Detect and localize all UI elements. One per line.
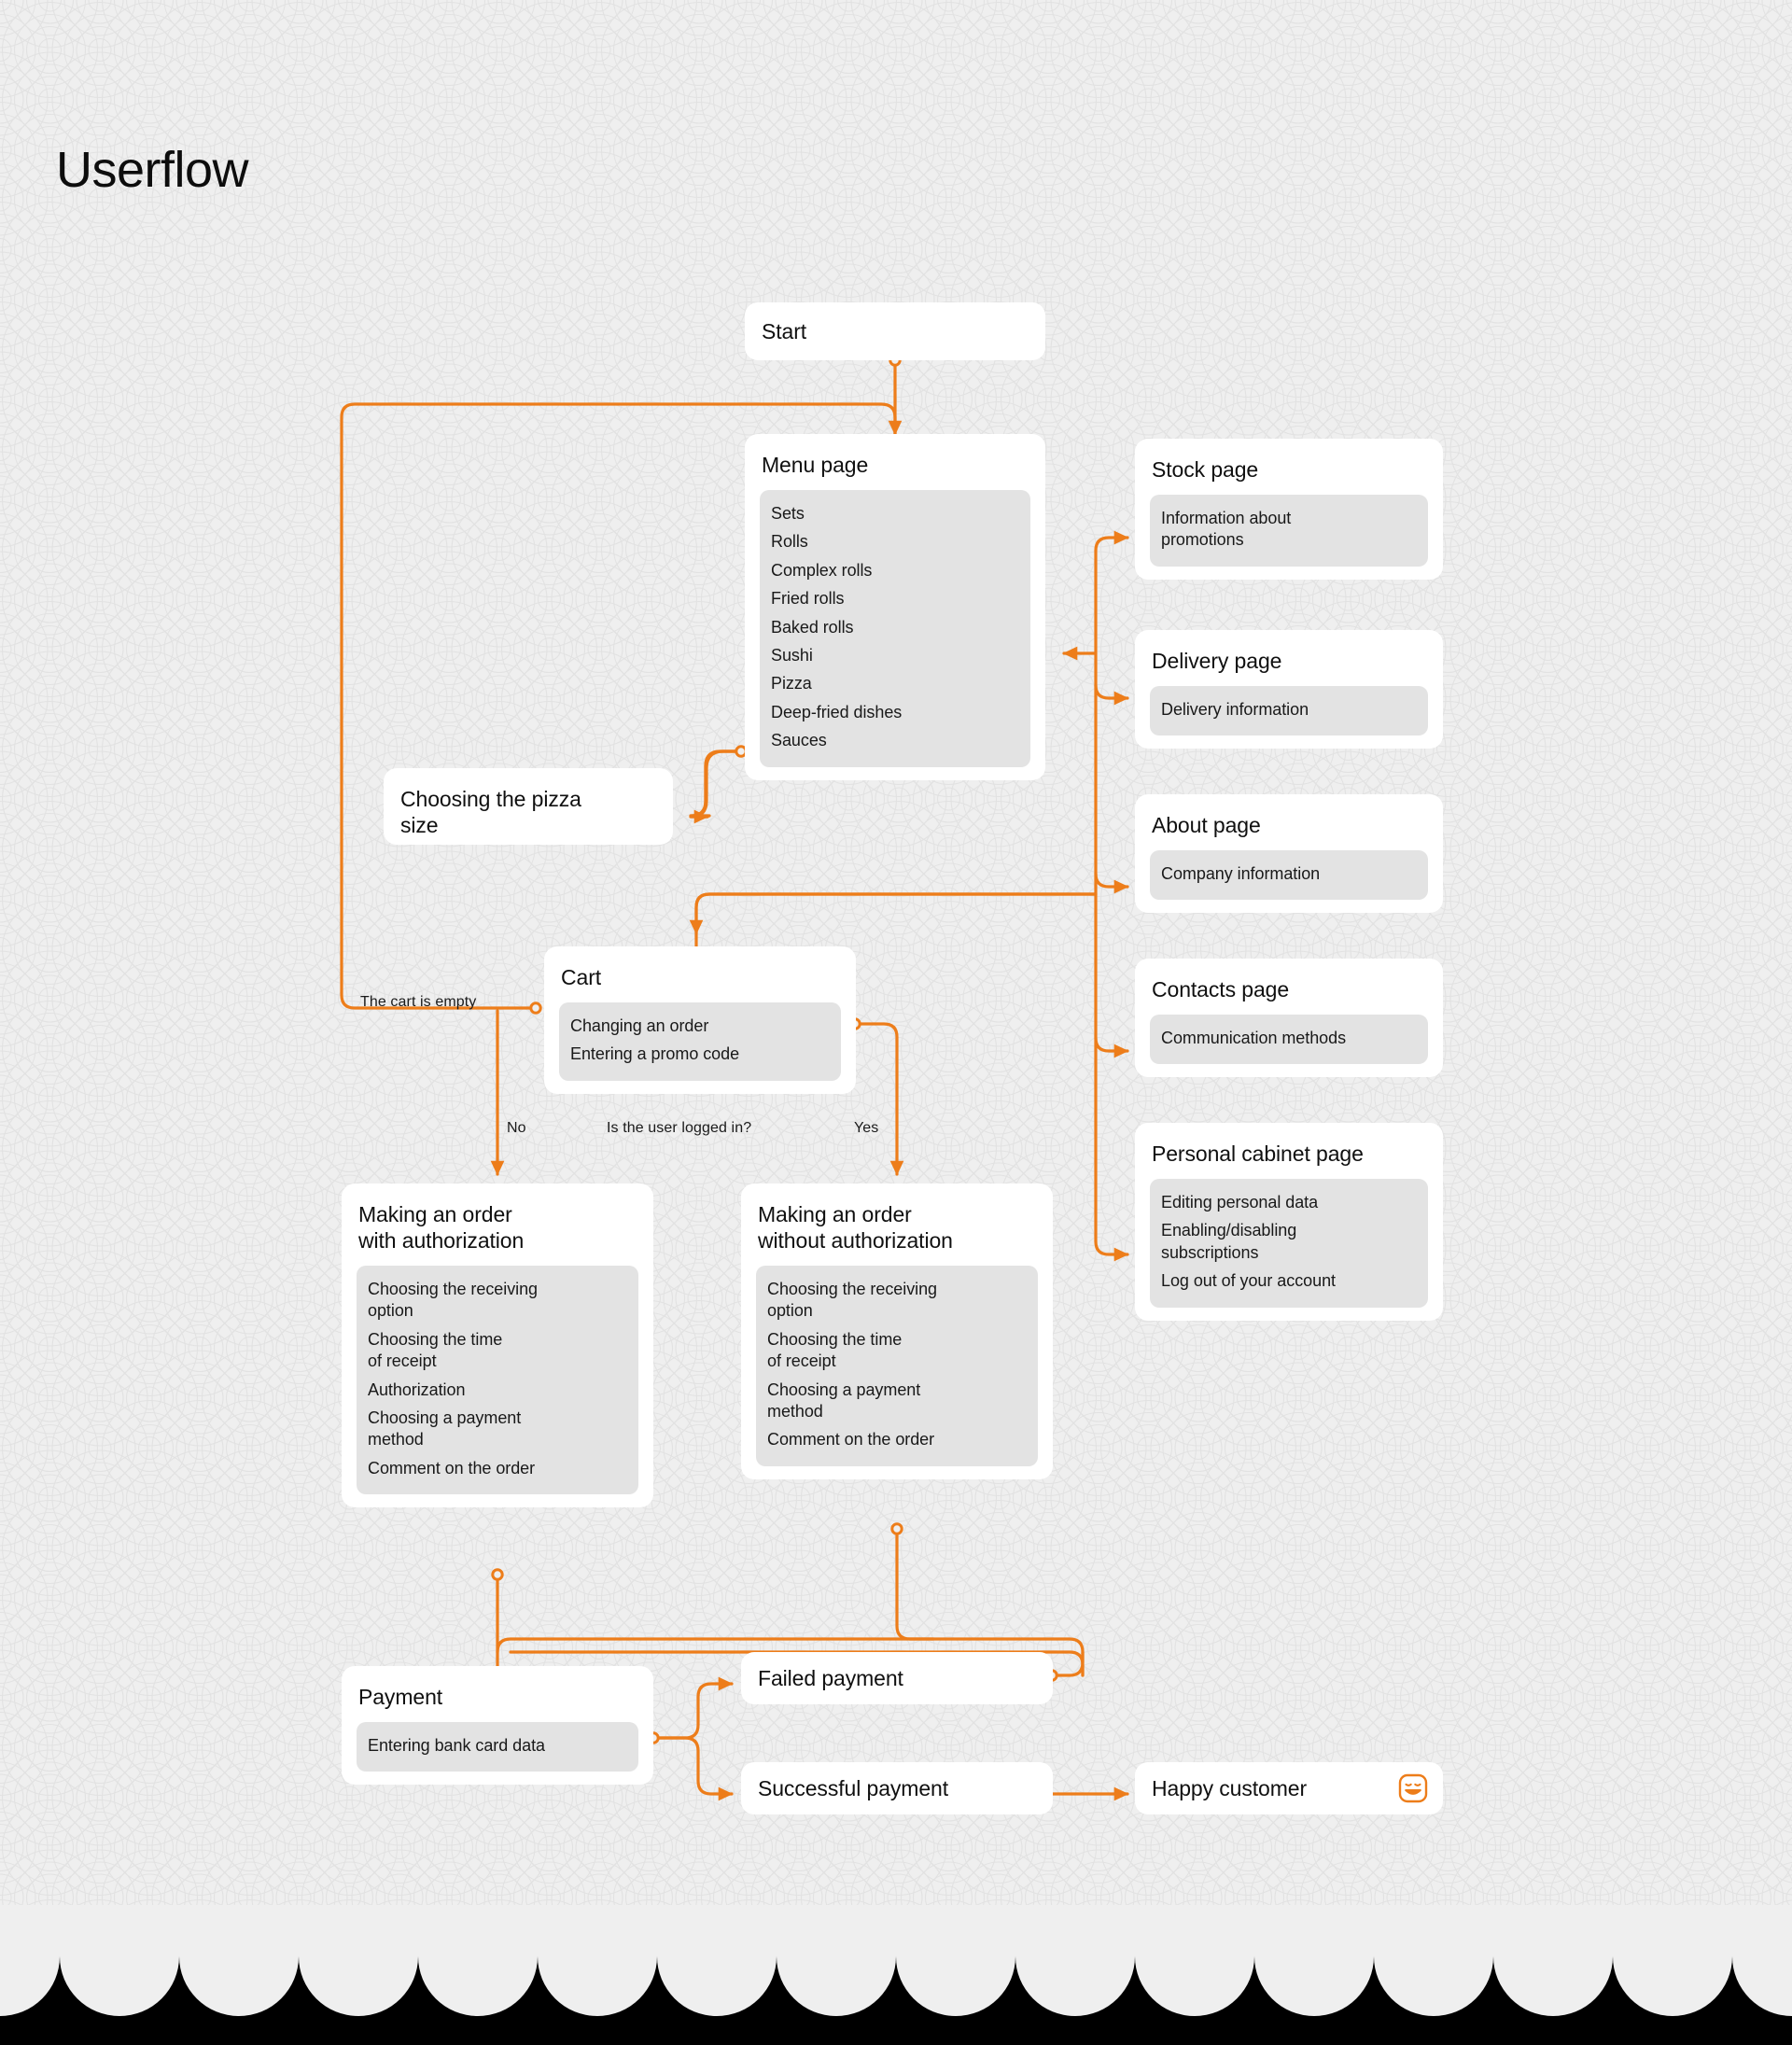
list-item[interactable]: Sets: [771, 504, 805, 524]
list-item[interactable]: Deep-fried dishes: [771, 702, 903, 721]
node-order-without-authorization[interactable]: Making an order without authorization Ch…: [741, 1184, 1053, 1479]
node-start-title: Start: [762, 318, 807, 343]
node-menu-page-title: Menu page: [762, 453, 869, 477]
node-delivery-page[interactable]: Delivery page Delivery information: [1135, 630, 1443, 749]
node-about-page[interactable]: About page Company information: [1135, 794, 1443, 914]
node-personal-cabinet-page[interactable]: Personal cabinet page Editing personal d…: [1135, 1123, 1443, 1321]
edge-label-no: No: [507, 1120, 526, 1136]
smiley-face-icon: [1398, 1773, 1428, 1803]
list-item[interactable]: Delivery information: [1161, 700, 1309, 720]
node-successful-payment-title: Successful payment: [758, 1775, 949, 1800]
list-item[interactable]: Sauces: [771, 731, 827, 750]
node-successful-payment[interactable]: Successful payment: [741, 1762, 1053, 1814]
list-item[interactable]: Entering bank card data: [368, 1736, 545, 1756]
list-item[interactable]: Entering a promo code: [570, 1044, 740, 1064]
list-item[interactable]: Choosing a payment method: [767, 1380, 921, 1422]
node-stock-page-items: Information about promotions: [1150, 495, 1428, 567]
list-item[interactable]: Rolls: [771, 532, 808, 552]
list-item[interactable]: Complex rolls: [771, 560, 873, 580]
list-item[interactable]: Pizza: [771, 674, 812, 693]
node-order-with-authorization[interactable]: Making an order with authorization Choos…: [342, 1184, 653, 1508]
node-happy-customer-title: Happy customer: [1152, 1775, 1308, 1800]
node-start[interactable]: Start: [745, 302, 1045, 360]
node-menu-page-items: Sets Rolls Complex rolls Fried rolls Bak…: [760, 490, 1030, 767]
list-item[interactable]: Baked rolls: [771, 617, 854, 637]
list-item[interactable]: Choosing a payment method: [368, 1408, 522, 1450]
edge-label-cart-is-empty: The cart is empty: [360, 994, 477, 1010]
list-item[interactable]: Changing an order: [570, 1016, 709, 1036]
list-item[interactable]: Fried rolls: [771, 589, 845, 609]
node-cart-items: Changing an order Entering a promo code: [559, 1002, 841, 1081]
node-order-without-authorization-items: Choosing the receiving option Choosing t…: [756, 1266, 1038, 1466]
node-personal-cabinet-page-title: Personal cabinet page: [1152, 1142, 1364, 1166]
node-menu-page[interactable]: Menu page Sets Rolls Complex rolls Fried…: [745, 434, 1045, 780]
node-cart-title: Cart: [561, 965, 602, 989]
node-about-page-title: About page: [1152, 813, 1261, 837]
list-item[interactable]: Comment on the order: [368, 1458, 536, 1478]
list-item[interactable]: Editing personal data: [1161, 1193, 1319, 1212]
node-stock-page[interactable]: Stock page Information about promotions: [1135, 439, 1443, 580]
node-choosing-pizza-size[interactable]: Choosing the pizza size: [384, 768, 673, 845]
node-order-with-authorization-items: Choosing the receiving option Choosing t…: [357, 1266, 638, 1495]
list-item[interactable]: Comment on the order: [767, 1430, 935, 1450]
list-item[interactable]: Authorization: [368, 1380, 466, 1399]
node-happy-customer[interactable]: Happy customer: [1135, 1762, 1443, 1814]
list-item[interactable]: Information about promotions: [1161, 509, 1292, 550]
list-item[interactable]: Communication methods: [1161, 1029, 1347, 1048]
node-contacts-page[interactable]: Contacts page Communication methods: [1135, 959, 1443, 1078]
node-cart[interactable]: Cart Changing an order Entering a promo …: [544, 946, 856, 1094]
node-delivery-page-title: Delivery page: [1152, 649, 1282, 673]
list-item[interactable]: Choosing the time of receipt: [767, 1329, 903, 1371]
node-personal-cabinet-page-items: Editing personal data Enabling/disabling…: [1150, 1179, 1428, 1308]
node-order-without-authorization-title: Making an order without authorization: [758, 1202, 953, 1254]
list-item[interactable]: Sushi: [771, 646, 813, 665]
node-about-page-items: Company information: [1150, 850, 1428, 901]
edge-label-yes: Yes: [854, 1120, 879, 1136]
list-item[interactable]: Choosing the receiving option: [767, 1280, 938, 1321]
list-item[interactable]: Log out of your account: [1161, 1271, 1336, 1291]
node-failed-payment[interactable]: Failed payment: [741, 1652, 1053, 1704]
edge-label-is-user-logged-in: Is the user logged in?: [607, 1120, 752, 1136]
node-contacts-page-items: Communication methods: [1150, 1015, 1428, 1065]
node-choosing-pizza-size-title: Choosing the pizza size: [400, 787, 581, 838]
list-item[interactable]: Choosing the receiving option: [368, 1280, 539, 1321]
node-stock-page-title: Stock page: [1152, 457, 1259, 482]
list-item[interactable]: Choosing the time of receipt: [368, 1329, 503, 1371]
list-item[interactable]: Company information: [1161, 864, 1321, 884]
node-contacts-page-title: Contacts page: [1152, 977, 1290, 1001]
scalloped-footer-decoration: [0, 1905, 1792, 2045]
node-failed-payment-title: Failed payment: [758, 1665, 903, 1690]
node-payment-items: Entering bank card data: [357, 1722, 638, 1772]
node-delivery-page-items: Delivery information: [1150, 686, 1428, 736]
node-payment[interactable]: Payment Entering bank card data: [342, 1666, 653, 1786]
node-order-with-authorization-title: Making an order with authorization: [358, 1202, 525, 1254]
page-title: Userflow: [56, 142, 249, 198]
node-payment-title: Payment: [358, 1685, 443, 1709]
list-item[interactable]: Enabling/disabling subscriptions: [1161, 1221, 1297, 1262]
